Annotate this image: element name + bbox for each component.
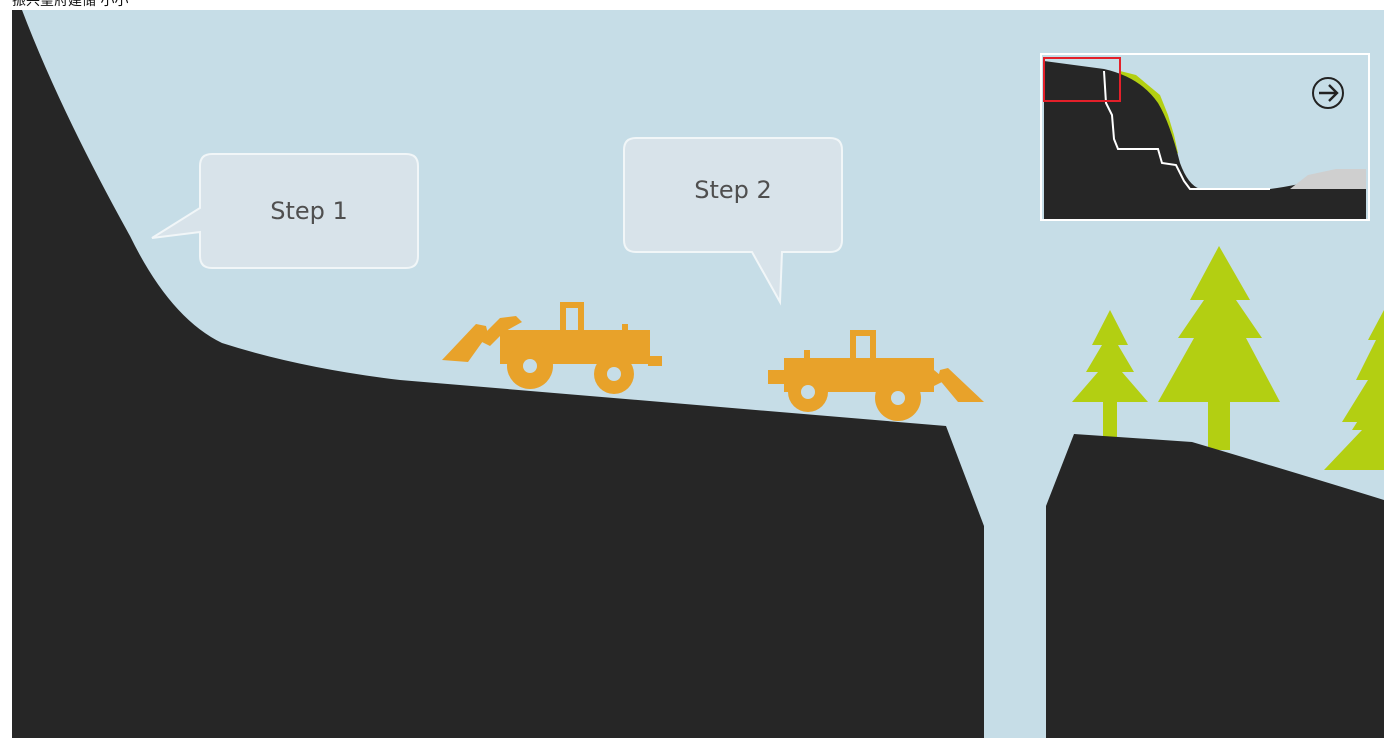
arrow-right-circle-icon[interactable]	[1306, 73, 1350, 113]
step-2-bubble: Step 2	[624, 138, 842, 252]
step-1-bubble: Step 1	[200, 154, 418, 268]
